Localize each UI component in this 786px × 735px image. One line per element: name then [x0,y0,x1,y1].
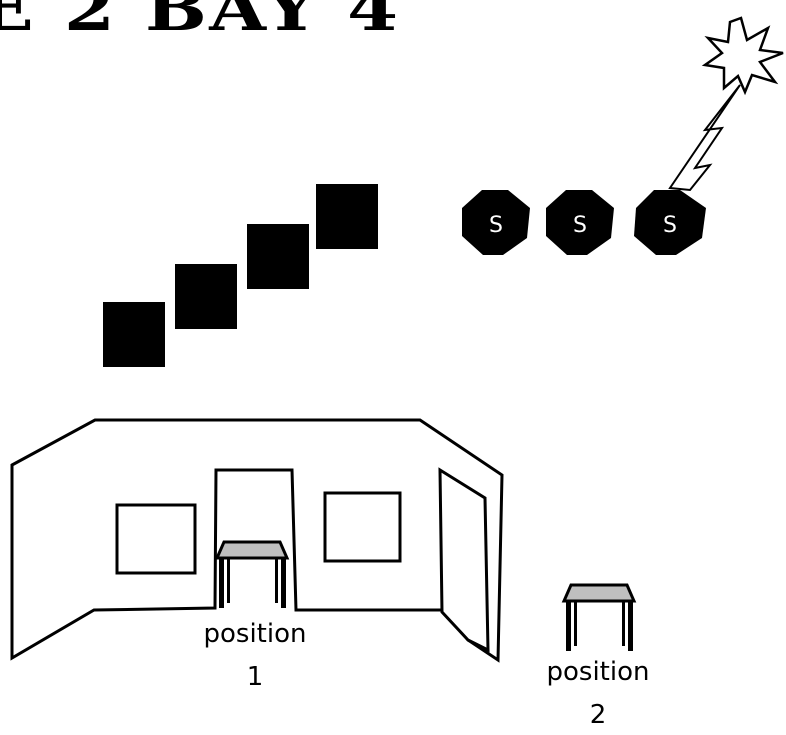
sensor-label: S [573,213,587,238]
sensor-3: S [634,190,706,255]
table-leg [219,558,224,608]
sensor-icon [462,190,530,255]
sensor-label: S [663,213,677,238]
stair-block [103,302,165,367]
table-leg [227,558,230,603]
position-2-number: 2 [590,700,607,730]
table-leg [622,601,625,646]
side-door [438,467,490,653]
table-leg [574,601,577,646]
sensor-icon [634,190,706,255]
window-left [115,503,197,575]
position-2-label: position [547,657,650,687]
table-leg [275,558,278,603]
window-right [323,491,402,563]
position-1-number: 1 [247,662,264,692]
stair-block [247,224,309,289]
page-title: E 2 BAY 4 [0,0,401,45]
room-wall [10,418,504,663]
table-top [214,540,290,560]
position-1-label: position [204,619,307,649]
table-position-1 [214,540,290,608]
table-leg [281,558,286,608]
sensor-label: S [489,213,503,238]
sensor-1: S [462,190,530,255]
table-leg [628,601,633,651]
lightning-bolt-icon [668,84,741,192]
stair-block [316,184,378,249]
stair-block [175,264,237,329]
sensor-2: S [546,190,614,255]
sensor-icon [546,190,614,255]
table-top [561,583,637,603]
spark-burst-icon [701,16,784,96]
table-leg [566,601,571,651]
table-position-2 [561,583,637,651]
